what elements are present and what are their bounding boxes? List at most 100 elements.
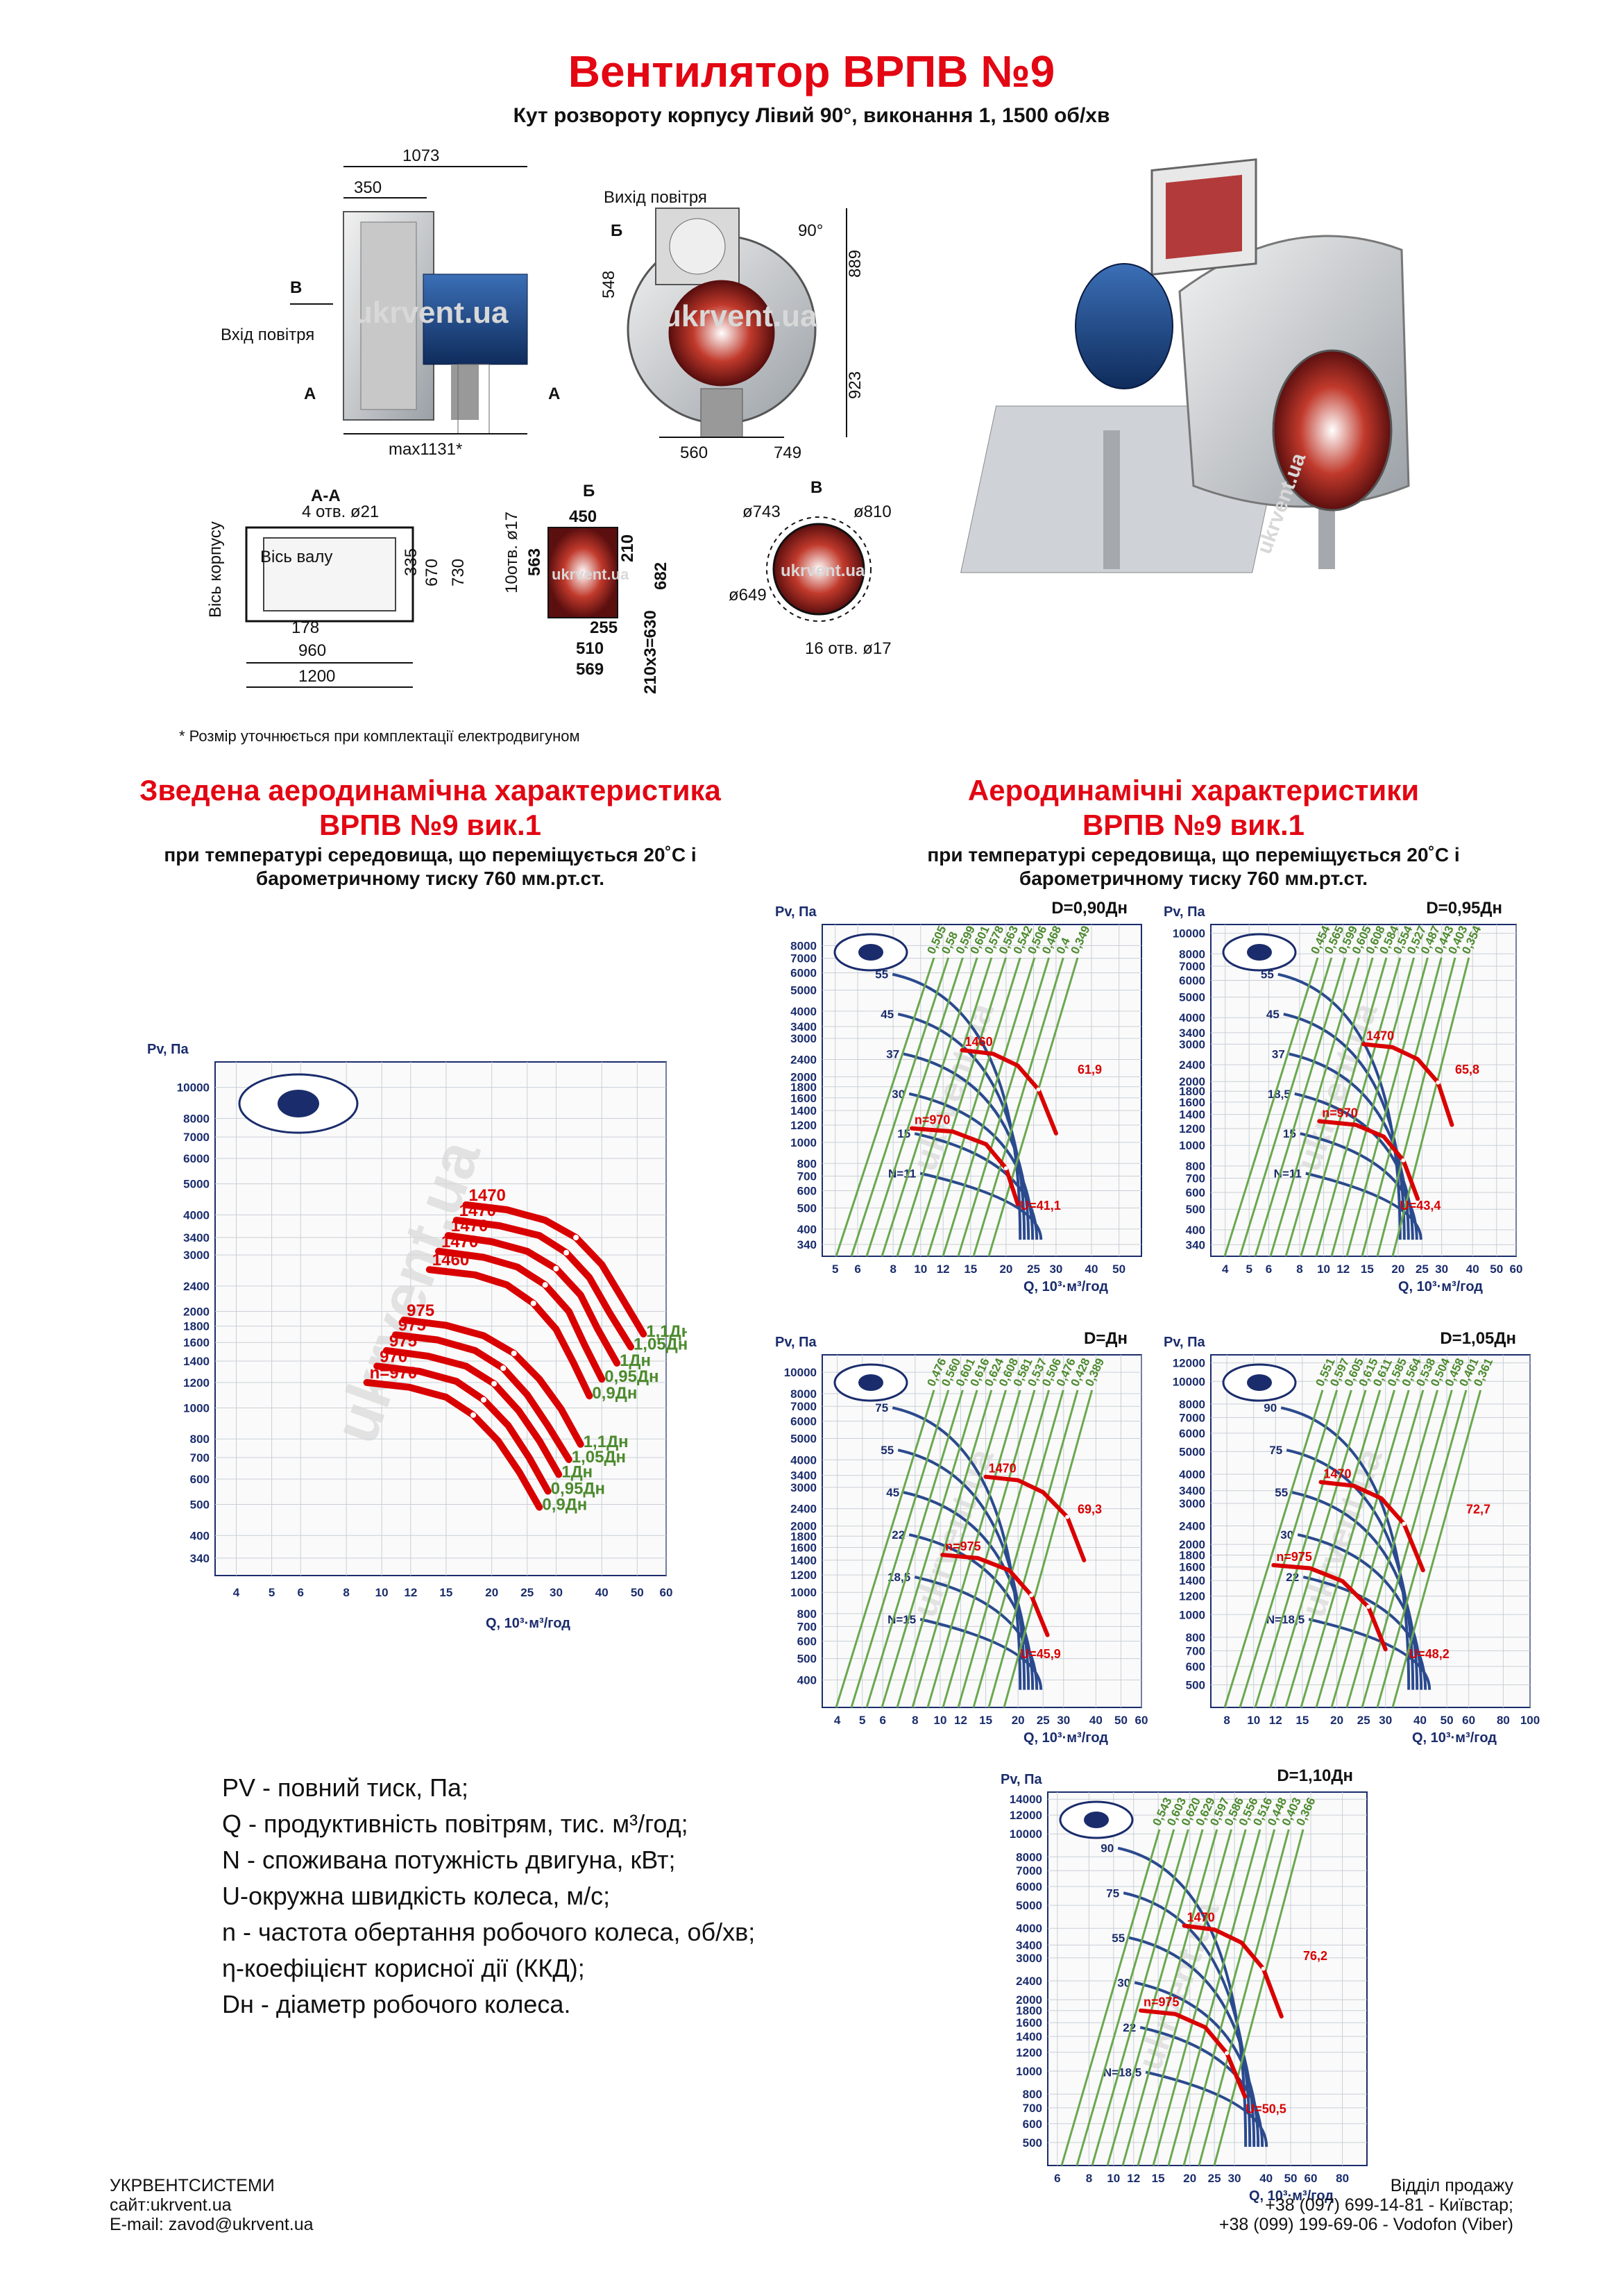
footer-phone-1[interactable]: +38 (097) 699-14-81 - Київстар; [1265, 2195, 1513, 2215]
series-point [563, 1249, 570, 1256]
y-tick-label: 6000 [790, 967, 817, 980]
watermark-2: ukrvent.ua [663, 299, 817, 333]
x-tick-label: 6 [298, 1586, 304, 1599]
efficiency-line [1198, 1829, 1290, 2166]
y-tick-label: 500 [1023, 2136, 1042, 2150]
y-tick-label: 8000 [183, 1112, 210, 1125]
efficiency-line [1239, 1390, 1339, 1708]
series-point [1003, 1166, 1008, 1171]
dim-1200: 1200 [298, 667, 335, 686]
x-tick-label: 8 [343, 1586, 349, 1599]
efficiency-line [1003, 1390, 1094, 1708]
footer-email[interactable]: E-mail: zavod@ukrvent.ua [110, 2215, 314, 2234]
legend-dn: Dн - діаметр робочого колеса. [222, 1990, 571, 2018]
series-speed-label: n=970 [915, 1113, 951, 1127]
x-tick-label: 12 [937, 1263, 950, 1276]
power-curve [1145, 2070, 1268, 2147]
annotation-max: 69,3 [1078, 1503, 1102, 1517]
efficiency-line [1376, 1390, 1468, 1708]
x-axis-label: Q, 10³·м³/год [1023, 1279, 1108, 1294]
efficiency-line [1315, 1390, 1410, 1708]
left-sub-2: барометричному тиску 760 мм.рт.ст. [255, 868, 605, 889]
annotation-u: U=45,9 [1020, 1647, 1061, 1661]
y-tick-label: 1600 [1179, 1096, 1205, 1109]
y-tick-label: 4000 [1179, 1011, 1205, 1024]
series-line [960, 1048, 1058, 1136]
x-axis-label: Q, 10³·м³/год [1023, 1730, 1108, 1746]
series-point [530, 1300, 536, 1306]
x-tick-label: 25 [520, 1586, 534, 1599]
efficiency-line [1091, 1829, 1189, 2166]
footer-site[interactable]: сайт:ukrvent.ua [110, 2195, 232, 2215]
y-tick-label: 400 [190, 1529, 210, 1542]
y-tick-label: 5000 [1179, 1445, 1205, 1458]
x-tick-label: 25 [1357, 1714, 1370, 1727]
y-tick-label: 2400 [790, 1054, 817, 1067]
x-tick-label: 10 [1317, 1263, 1330, 1276]
power-label: 55 [875, 968, 888, 981]
y-tick-label: 340 [1186, 1238, 1205, 1251]
efficiency-line [1330, 957, 1416, 1257]
section-v-holes: 16 отв. ø17 [805, 639, 892, 658]
y-tick-label: 3000 [790, 1032, 817, 1045]
legend-u: U-окружна швидкість колеса, м/с; [222, 1882, 611, 1910]
y-tick-label: 8000 [1179, 1398, 1205, 1411]
plot-area [822, 1354, 1142, 1708]
technical-drawings: 1073 350 max1131* В Вхід повітря А А ukr… [206, 146, 1410, 694]
x-tick-label: 50 [1114, 1714, 1128, 1727]
power-curve [1308, 1618, 1431, 1690]
y-tick-label: 1600 [1016, 2016, 1042, 2029]
y-tick-label: 8000 [790, 939, 817, 952]
series-line [1271, 1563, 1388, 1652]
y-tick-label: 8000 [1179, 947, 1205, 961]
annotation-u: U=50,5 [1246, 2102, 1286, 2116]
chart-title: D=1,05Дн [1440, 1329, 1516, 1348]
y-tick-label: 800 [1186, 1160, 1205, 1173]
power-label: 22 [892, 1528, 905, 1542]
y-tick-label: 400 [797, 1223, 817, 1236]
power-label: 55 [881, 1444, 894, 1457]
y-tick-label: 2400 [1179, 1520, 1205, 1533]
y-tick-label: 1200 [790, 1569, 817, 1582]
power-curve [919, 1172, 1043, 1240]
y-tick-label: 10000 [784, 1366, 817, 1379]
footer-phone-2[interactable]: +38 (099) 199-69-06 - Vodofon (Viber) [1218, 2215, 1513, 2234]
series-point [573, 1234, 579, 1240]
y-tick-label: 700 [797, 1170, 817, 1183]
series-point [1036, 1087, 1041, 1092]
series-diameter-label: 0,95Дн [604, 1367, 658, 1386]
efficiency-line [1376, 957, 1456, 1257]
series-diameter-label: 1,1Дн [584, 1433, 629, 1451]
x-tick-label: 50 [631, 1586, 644, 1599]
y-tick-label: 7000 [1016, 1864, 1042, 1877]
y-tick-label: 600 [1186, 1660, 1205, 1673]
section-aa: А-А 4 отв. ø21 Вісь валу Вісь корпусу 33… [206, 487, 468, 688]
d649: ø649 [729, 586, 767, 605]
series-line [1139, 2008, 1248, 2099]
x-axis-label: Q, 10³·м³/год [1398, 1279, 1483, 1294]
efficiency-line [1361, 957, 1443, 1257]
y-tick-label: 5000 [1179, 991, 1205, 1004]
series-line [1361, 1042, 1454, 1127]
y-tick-label: 1200 [1179, 1590, 1205, 1603]
x-tick-label: 8 [1223, 1714, 1230, 1727]
mark-b-front: Б [611, 221, 622, 240]
legend-n: N - споживана потужність двигуна, кВт; [222, 1846, 676, 1874]
y-tick-label: 1000 [1016, 2065, 1042, 2078]
efficiency-line [1345, 957, 1429, 1257]
series-point [553, 1265, 559, 1272]
y-axis-label: Pv, Па [1164, 904, 1205, 920]
x-tick-label: 50 [1112, 1263, 1125, 1276]
x-tick-label: 15 [439, 1586, 452, 1599]
section-aa-axis-shaft: Вісь валу [260, 548, 332, 566]
power-curve [908, 1533, 1035, 1690]
series-point [1402, 1521, 1407, 1526]
left-sub-1: при температурі середовища, що переміщує… [164, 844, 697, 866]
x-tick-label: 40 [1413, 1714, 1427, 1727]
dim-889: 889 [846, 250, 865, 278]
dim-548: 548 [600, 271, 618, 298]
section-v-title: В [810, 478, 822, 497]
y-tick-label: 2000 [1016, 1993, 1042, 2007]
dim-335: 335 [402, 548, 420, 576]
series-diameter-label: 0,9Дн [592, 1384, 637, 1403]
